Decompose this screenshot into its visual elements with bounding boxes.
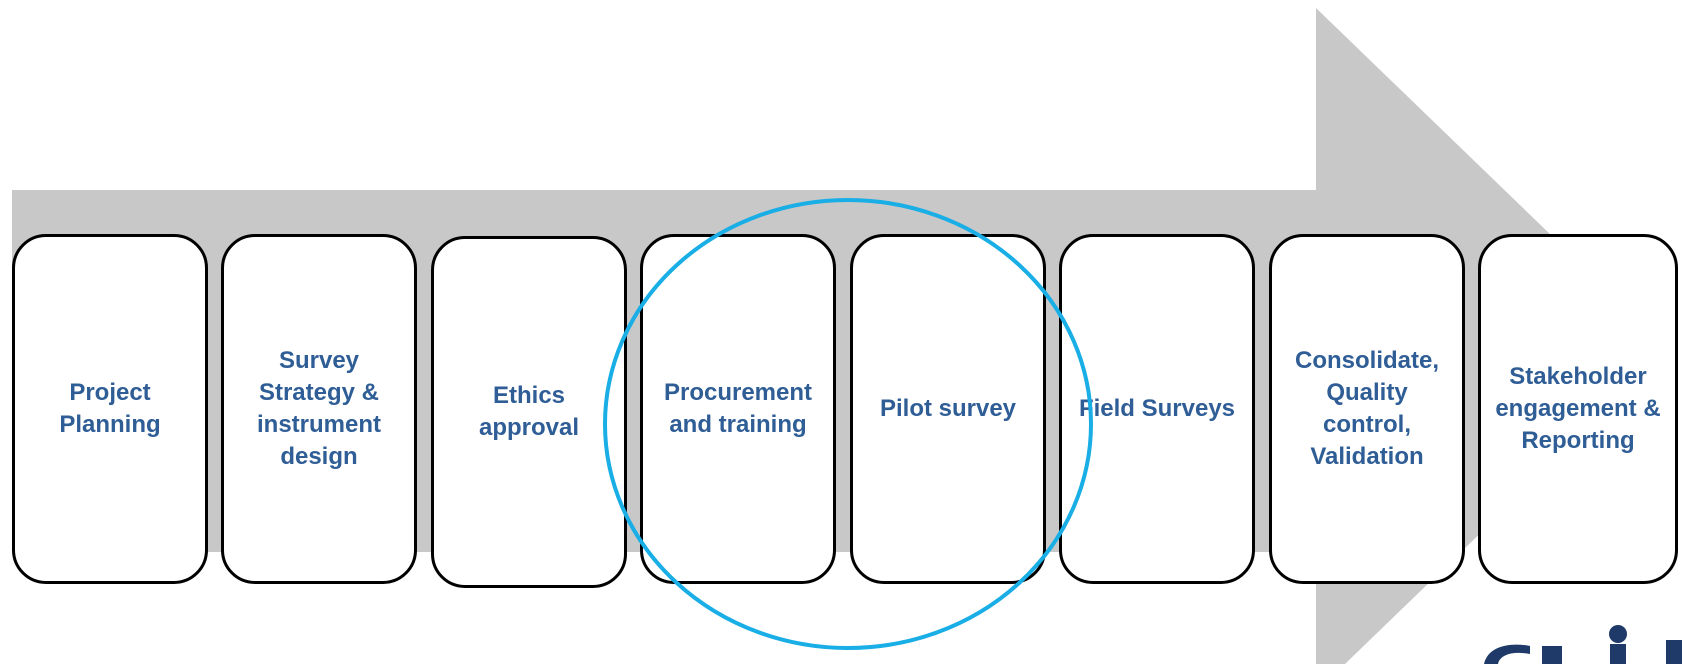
step-procurement-training: Procurement and training	[640, 234, 836, 584]
step-label: Procurement and training	[663, 379, 813, 438]
step-label: Field Surveys	[1078, 395, 1236, 422]
step-label: Project Planning	[59, 379, 161, 438]
step-consolidate-qc: Consolidate, Quality control, Validation	[1269, 234, 1465, 584]
step-label: Ethics approval	[478, 382, 580, 441]
step-project-planning: Project Planning	[12, 234, 208, 584]
step-ethics-approval: Ethics approval	[431, 236, 627, 588]
step-pilot-survey: Pilot survey	[850, 234, 1046, 584]
step-label: Stakeholder engagement & Reporting	[1495, 363, 1661, 454]
logo-arc-shape	[1484, 644, 1530, 664]
step-survey-strategy: Survey Strategy & instrument design	[221, 234, 417, 584]
logo-dot-shape	[1609, 625, 1627, 643]
logo-bar-shape	[1542, 646, 1562, 664]
step-label: Pilot survey	[879, 395, 1017, 422]
step-field-surveys: Field Surveys	[1059, 234, 1255, 584]
logo-stem-shape	[1610, 644, 1626, 664]
partial-logo-icon	[1484, 625, 1682, 664]
step-label: Consolidate, Quality control, Validation	[1294, 347, 1439, 470]
logo-edge-shape	[1666, 640, 1682, 664]
step-stakeholder-reporting: Stakeholder engagement & Reporting	[1478, 234, 1678, 584]
step-label: Survey Strategy & instrument design	[256, 347, 381, 470]
